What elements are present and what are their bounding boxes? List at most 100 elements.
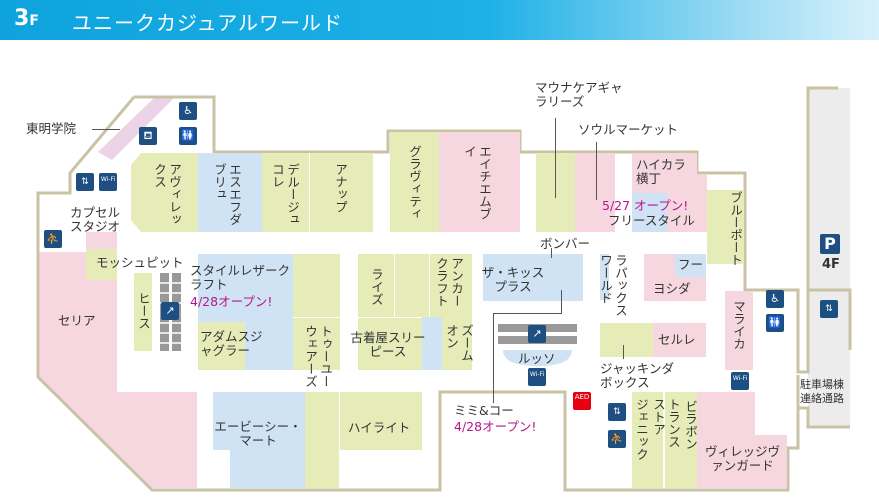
label-russo: ルッソ — [518, 351, 556, 366]
label-malaika: マライカ — [731, 300, 746, 350]
label-fu: フー — [678, 257, 704, 272]
elevator-icon: ⇅ — [608, 403, 626, 421]
restroom-icon: 🚻 — [766, 314, 784, 332]
restroom-icon: 🚻 — [179, 127, 197, 145]
store-furugi[interactable] — [358, 317, 422, 370]
label-zoom: ズームオン — [444, 324, 474, 362]
label-kiss: ザ・キッスプラス — [481, 265, 545, 294]
store-heath[interactable] — [134, 273, 152, 351]
store-fu[interactable] — [675, 254, 706, 277]
label-open-527: 5/27 オープン! — [602, 198, 689, 213]
label-gravity: グラヴィティ — [407, 145, 422, 220]
label-jackinda: ジャッキンダボックス — [600, 361, 675, 390]
store-unnamed-3 — [422, 317, 442, 370]
store-sfw[interactable] — [198, 153, 262, 232]
store-anchor[interactable] — [430, 254, 472, 317]
store-gravity[interactable] — [390, 132, 439, 232]
label-haikara: ハイカラ横丁 — [636, 157, 686, 186]
leader-line — [493, 313, 494, 403]
label-billabong: ビラボン — [683, 400, 698, 450]
store-blueport[interactable] — [707, 190, 744, 264]
store-haikara-ext — [697, 174, 707, 232]
leader-line — [596, 142, 597, 200]
store-toyou[interactable] — [293, 317, 340, 370]
wheelchair-icon: ♿ — [179, 102, 197, 120]
store-unnamed-1 — [293, 254, 340, 317]
wifi-icon: Wi-Fi — [528, 368, 546, 386]
label-anap: アナップ — [333, 163, 348, 213]
label-genic: ジェニック — [634, 398, 649, 461]
label-freestyle: フリースタイル — [608, 213, 695, 228]
store-freestyle[interactable] — [632, 193, 667, 232]
store-unnamed-2 — [395, 254, 430, 317]
store-transstore[interactable] — [665, 392, 697, 488]
label-abc: エービーシー・マート — [214, 419, 302, 448]
label-avirex: アヴィレックス — [152, 163, 182, 226]
label-deluge: デルージュコレ — [270, 163, 300, 226]
store-village[interactable] — [697, 392, 755, 488]
store-malaika[interactable] — [725, 291, 753, 370]
leader-line — [561, 290, 562, 314]
store-serure[interactable] — [653, 323, 706, 357]
store-highlight[interactable] — [340, 392, 422, 450]
label-sfw: エスエフダブリュ — [212, 163, 242, 226]
nursing-room-icon: ⛾ — [139, 127, 157, 145]
leader-line — [551, 248, 552, 258]
label-seria: セリア — [58, 313, 96, 328]
leader-line — [623, 345, 624, 359]
label-toyou: トゥーユーウェアーズ — [303, 325, 333, 388]
label-stylish: スタイルレザークラフト — [190, 263, 291, 292]
escalator-icon: ↗ — [161, 302, 179, 320]
wifi-icon: Wi-Fi — [731, 372, 749, 390]
store-mosh[interactable] — [86, 249, 117, 280]
elevator-icon: ⇅ — [820, 300, 838, 318]
label-rise: ライズ — [369, 268, 384, 306]
label-connector: 駐車場棟連絡通路 — [800, 378, 844, 405]
store-abc-ext — [230, 450, 305, 488]
label-serure: セルレ — [658, 332, 696, 347]
label-capsule: カプセルスタジオ — [70, 205, 121, 234]
escalator-icon: ↗ — [528, 325, 546, 343]
label-blueport: ブルーポート — [728, 191, 743, 266]
store-kiss[interactable] — [483, 254, 583, 301]
label-soul: ソウルマーケット — [578, 122, 679, 137]
store-unnamed-4 — [305, 392, 340, 488]
store-genic[interactable] — [632, 392, 664, 488]
label-yoshida: ヨシダ — [653, 281, 691, 296]
wheelchair-icon: ♿ — [766, 290, 784, 308]
store-soul[interactable] — [575, 153, 615, 232]
label-adams: アダムスジャグラー — [200, 329, 263, 358]
label-anchor: アンカークラフト — [434, 257, 464, 307]
aed-icon: AED — [573, 392, 591, 410]
store-capsule[interactable] — [86, 232, 117, 249]
leader-line — [493, 313, 561, 314]
elevator-icon: ⇅ — [76, 173, 94, 191]
parking-icon: P — [820, 234, 840, 254]
label-furugi: 古着屋スリーピース — [350, 330, 426, 359]
store-lapax[interactable] — [600, 254, 609, 300]
store-zoom[interactable] — [442, 317, 472, 370]
store-anap[interactable] — [310, 153, 373, 232]
wifi-icon: Wi-Fi — [99, 173, 117, 191]
label-heath: ヒース — [136, 292, 151, 330]
label-tomei: 東明学院 — [26, 121, 77, 136]
store-village-ext — [755, 435, 787, 488]
store-jackinda[interactable] — [600, 323, 653, 357]
label-lapax: ラパックスワールド — [598, 254, 628, 317]
store-deluge[interactable] — [262, 153, 310, 232]
label-parking-floor: 4F — [822, 257, 840, 272]
label-highlight: ハイライト — [348, 420, 411, 435]
store-avirex[interactable] — [131, 153, 198, 232]
header-banner: 3F ユニークカジュアルワールド — [0, 0, 879, 40]
store-adams[interactable] — [198, 322, 245, 370]
label-bomber: ボンバー — [540, 236, 591, 251]
floor-number: 3F — [14, 6, 39, 31]
store-rise[interactable] — [358, 254, 395, 317]
stairs-icon: ⛹ — [608, 430, 626, 448]
store-hm[interactable] — [439, 132, 520, 232]
label-village: ヴィレッジヴァンガード — [704, 444, 780, 473]
store-abc[interactable] — [213, 392, 305, 450]
label-hm: エイチエムブイ — [462, 145, 492, 220]
label-open-428a: 4/28オープン! — [190, 294, 273, 309]
label-open-428b: 4/28オープン! — [454, 419, 537, 434]
